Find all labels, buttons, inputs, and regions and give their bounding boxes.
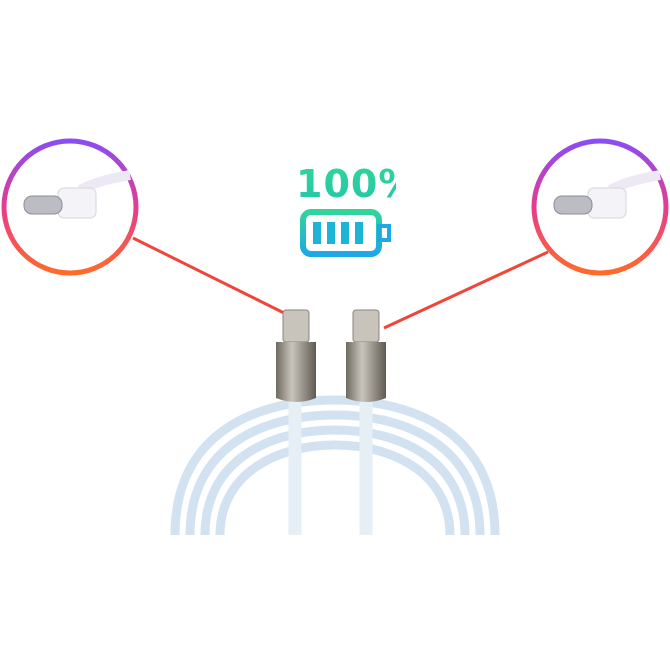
pointer-line-left — [132, 236, 285, 315]
battery-full-icon — [300, 209, 391, 257]
cable-coil — [170, 395, 500, 536]
usb-c-connector-left — [276, 309, 316, 402]
usb-c-connector-right — [346, 309, 386, 402]
battery-percentage: 100% — [296, 162, 418, 206]
pointer-line-right — [383, 250, 549, 330]
detail-circle-right — [531, 138, 669, 276]
detail-circle-left — [1, 138, 139, 276]
